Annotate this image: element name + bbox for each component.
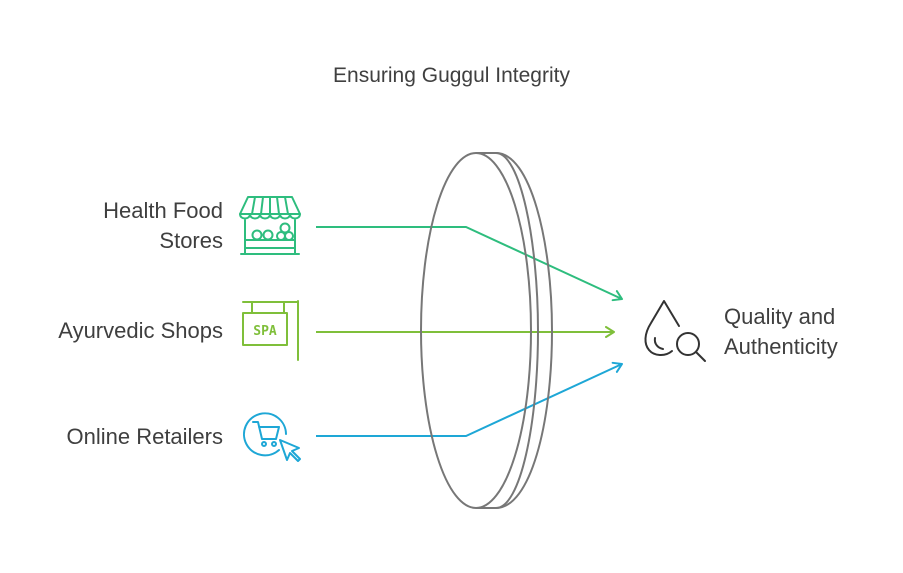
diagram-title: Ensuring Guggul Integrity [333, 64, 570, 87]
label-health-food-line2: Stores [159, 228, 223, 253]
label-online-retailers: Online Retailers [66, 424, 223, 449]
spa-sign-icon: SPA [242, 300, 299, 361]
label-quality-line2: Authenticity [724, 334, 838, 359]
label-ayurvedic-shops: Ayurvedic Shops [58, 318, 223, 343]
cart-cursor-icon [243, 412, 301, 462]
connector-online [316, 361, 623, 437]
label-health-food-line1: Health Food [103, 198, 223, 223]
lens-shape [420, 152, 554, 509]
drop-magnifier-icon [644, 300, 706, 362]
storefront-icon [239, 196, 301, 255]
spa-sign-text: SPA [253, 324, 277, 339]
label-health-food-stores: Health Food Stores [40, 196, 223, 256]
label-quality-authenticity: Quality and Authenticity [724, 302, 838, 362]
connector-health-food [316, 226, 623, 302]
label-quality-line1: Quality and [724, 304, 836, 329]
